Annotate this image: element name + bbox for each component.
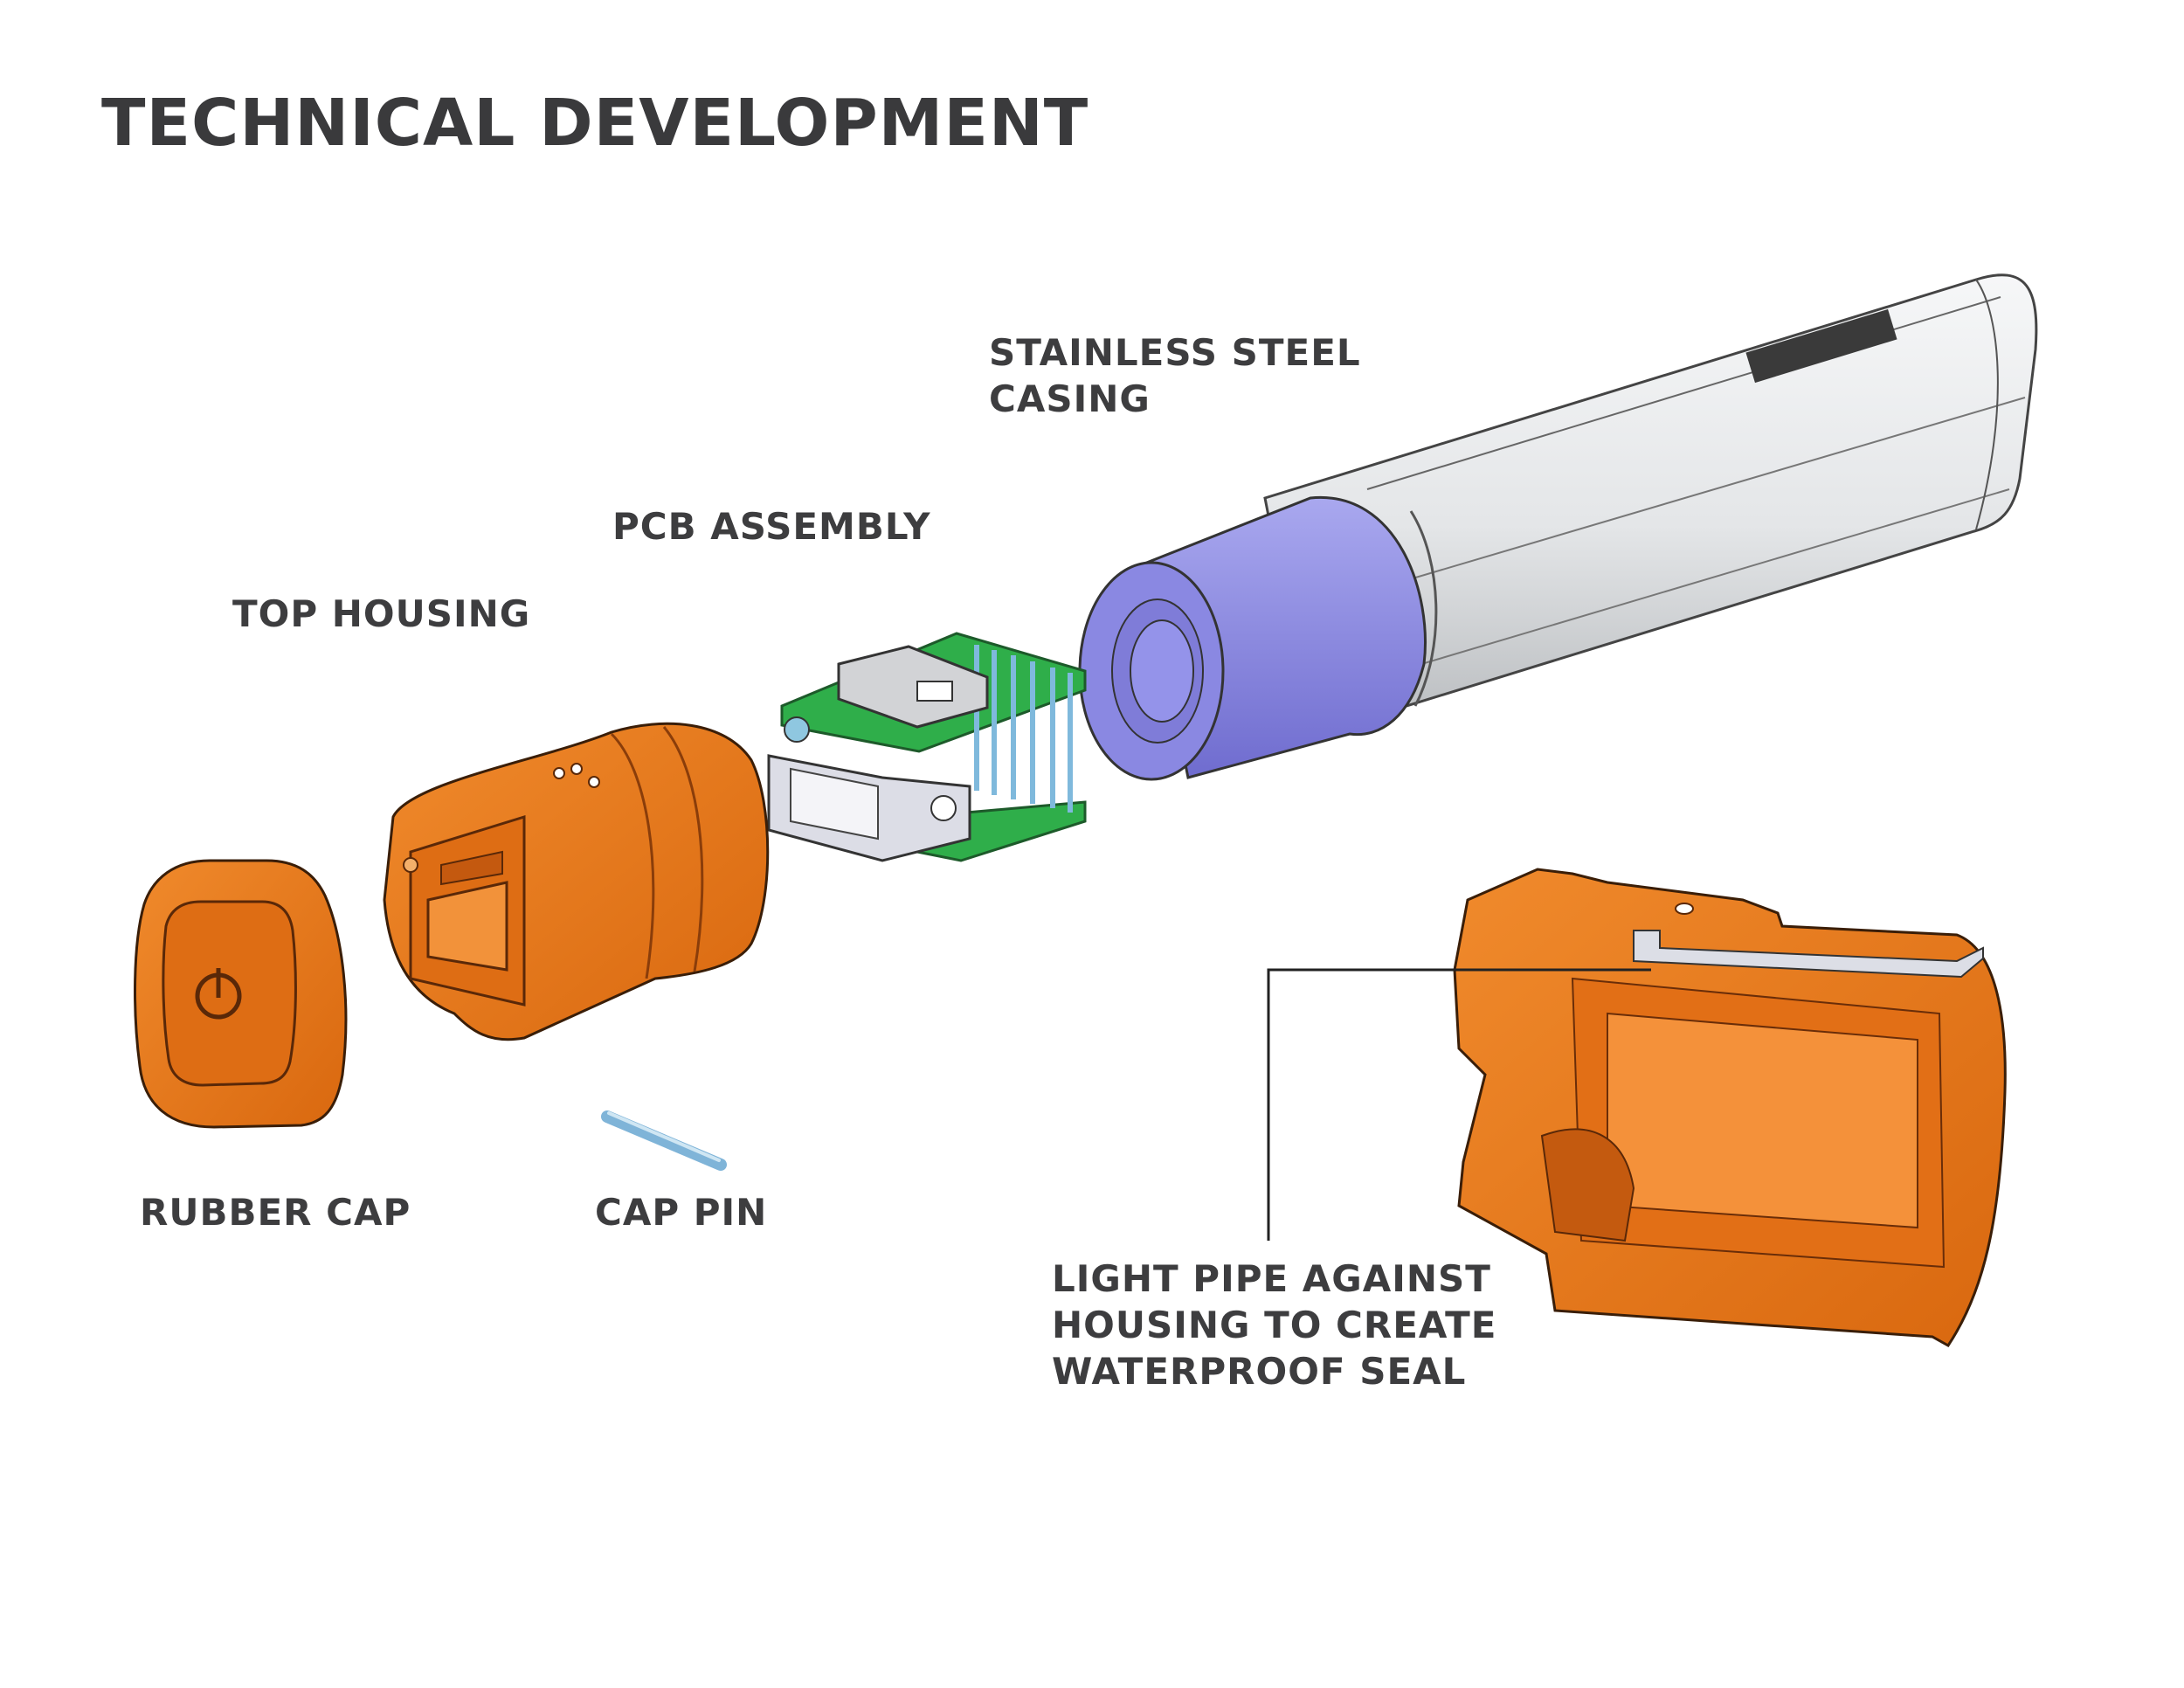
callout-leader-line <box>1267 968 1651 1241</box>
cap-pin <box>601 1110 727 1171</box>
label-line: WATERPROOF SEAL <box>1052 1350 1467 1393</box>
pcb-assembly <box>767 632 1087 862</box>
power-icon <box>195 968 242 1020</box>
label-line: PCB ASSEMBLY <box>612 505 931 548</box>
label-light-pipe: LIGHT PIPE AGAINST HOUSING TO CREATE WAT… <box>1052 1256 1497 1394</box>
engraving-mark <box>1745 308 1897 384</box>
label-line: CASING <box>989 377 1151 420</box>
pcb-switch <box>837 645 989 729</box>
label-stainless-steel-casing: STAINLESS STEEL CASING <box>989 329 1361 422</box>
label-rubber-cap: RUBBER CAP <box>140 1189 411 1235</box>
label-line: HOUSING TO CREATE <box>1052 1304 1497 1346</box>
label-line: RUBBER CAP <box>140 1191 411 1234</box>
housing-cutaway <box>1453 868 2007 1347</box>
rubber-cap <box>134 859 348 1129</box>
label-top-housing: TOP HOUSING <box>232 591 530 637</box>
usb-connector <box>767 754 971 862</box>
label-line: CAP PIN <box>595 1191 768 1234</box>
stainless-steel-casing <box>1263 273 2038 731</box>
light-pipe <box>1633 930 1984 979</box>
top-housing <box>383 722 770 1041</box>
label-line: TOP HOUSING <box>232 592 531 635</box>
page-title: TECHNICAL DEVELOPMENT <box>101 86 1089 161</box>
battery-cell <box>1078 496 1427 781</box>
pcb-pins <box>974 645 1073 813</box>
label-line: LIGHT PIPE AGAINST <box>1052 1257 1491 1300</box>
label-line: STAINLESS STEEL <box>989 331 1361 374</box>
label-cap-pin: CAP PIN <box>595 1189 767 1235</box>
label-pcb-assembly: PCB ASSEMBLY <box>612 503 931 550</box>
